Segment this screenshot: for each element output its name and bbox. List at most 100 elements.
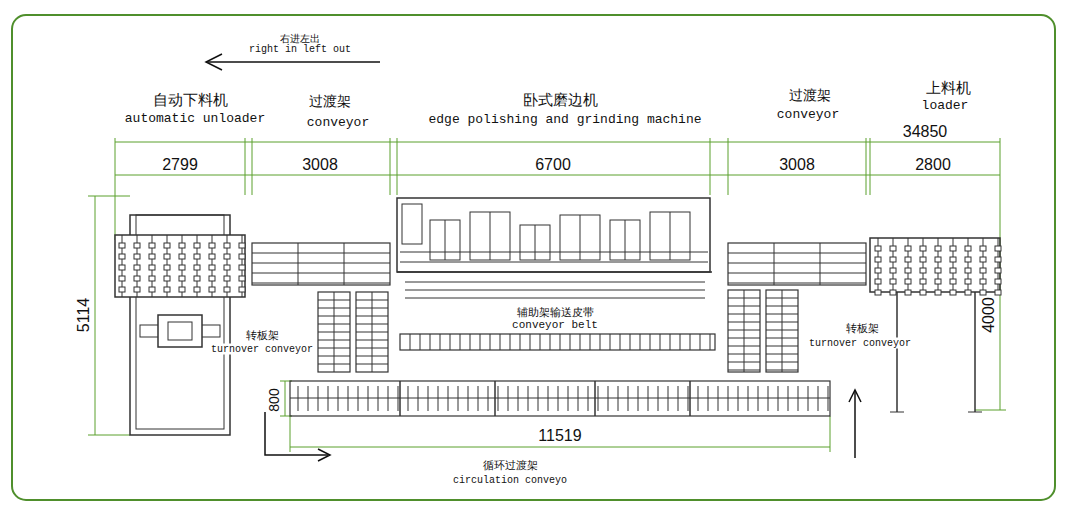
extension-line: [975, 410, 1006, 411]
belt-roller: [550, 334, 551, 350]
roller-wheel: [995, 279, 1001, 284]
roller-wheel: [149, 287, 155, 292]
part-name: 循环过渡架: [481, 460, 540, 472]
unloader-table: [115, 235, 245, 297]
turnover-divider: [334, 292, 335, 372]
roller-wheel: [935, 290, 941, 295]
roller-wheel: [194, 265, 200, 270]
extension-line: [870, 138, 871, 195]
belt-roller: [440, 334, 441, 350]
extension-line: [710, 138, 711, 195]
part-name: loader: [920, 99, 971, 113]
roller-wheel: [119, 287, 125, 292]
roller-wheel: [194, 287, 200, 292]
part-name: 过渡架: [787, 88, 833, 103]
conveyor-rail: [728, 283, 866, 284]
extension-line: [88, 196, 130, 197]
roller-wheel: [920, 279, 926, 284]
loader-leg: [896, 292, 898, 412]
turnover-divider: [744, 290, 745, 372]
arrow-head: [206, 54, 222, 70]
machine-part: [610, 220, 640, 260]
roller-wheel: [119, 243, 125, 248]
unloader-frame-inner: [136, 215, 224, 429]
turnover-frame: [318, 292, 350, 372]
part-name: turnover conveyor: [209, 344, 315, 355]
roller-wheel: [890, 268, 896, 273]
gantry-head-core: [168, 322, 192, 340]
conveyor-rail: [728, 263, 866, 264]
guide-line: [405, 298, 705, 299]
roller-wheel: [239, 243, 245, 248]
belt-roller: [580, 334, 581, 350]
roller-wheel: [890, 279, 896, 284]
roller-wheel: [875, 279, 881, 284]
roller-wheel: [119, 276, 125, 281]
roller-wheel: [179, 254, 185, 259]
roller-wheel: [890, 257, 896, 262]
roller-wheel: [875, 257, 881, 262]
part-name: 过渡架: [307, 94, 353, 109]
roller-wheel: [239, 287, 245, 292]
guide-line: [405, 282, 705, 283]
roller-wheel: [965, 279, 971, 284]
roller-wheel: [119, 265, 125, 270]
machine-part: [520, 225, 550, 260]
roller-wheel: [224, 276, 230, 281]
belt-roller: [500, 334, 501, 350]
roller-wheel: [149, 276, 155, 281]
roller-wheel: [890, 246, 896, 251]
roller-wheel: [995, 290, 1001, 295]
roller-wheel: [875, 268, 881, 273]
roller-wheel: [179, 276, 185, 281]
dimension-line: [115, 142, 1000, 143]
roller-wheel: [194, 243, 200, 248]
dimension: 2799: [160, 156, 200, 174]
roller-wheel: [950, 268, 956, 273]
roller-wheel: [920, 246, 926, 251]
machine-part: [470, 212, 510, 260]
roller-wheel: [980, 279, 986, 284]
roller-wheel: [209, 265, 215, 270]
roller-wheel: [995, 268, 1001, 273]
belt-roller: [480, 334, 481, 350]
part-name: 自动下料机: [151, 92, 230, 109]
dimension: 4000: [980, 295, 998, 335]
turnover-frame: [728, 290, 760, 372]
roller-wheel: [134, 265, 140, 270]
belt-roller: [450, 334, 451, 350]
roller-wheel: [239, 276, 245, 281]
extension-line: [245, 138, 246, 195]
machine-rail: [400, 262, 708, 263]
machine-detail: [580, 215, 581, 260]
dimension: 34850: [901, 123, 950, 141]
flow-arrow: [854, 390, 856, 458]
part-name: circulation conveyo: [451, 475, 569, 486]
belt-roller: [530, 334, 531, 350]
part-name: conveyor: [305, 116, 371, 130]
extension-line: [866, 138, 867, 195]
roller-wheel: [224, 243, 230, 248]
belt-roller: [650, 334, 651, 350]
part-name: conveyor: [775, 108, 841, 122]
machine-part: [430, 220, 460, 260]
belt-roller: [710, 334, 711, 350]
conveyor-frame: [728, 243, 866, 285]
circulation-frame: [290, 381, 830, 416]
roller-wheel: [965, 257, 971, 262]
part-name: 辅助架输送皮带: [515, 307, 596, 319]
roller-wheel: [950, 246, 956, 251]
machine-part: [560, 215, 600, 260]
roller-wheel: [224, 287, 230, 292]
roller-wheel: [179, 287, 185, 292]
belt-roller: [670, 334, 671, 350]
dimension-line: [285, 381, 286, 416]
arrow-head: [318, 449, 330, 461]
roller-wheel: [980, 246, 986, 251]
roller-wheel: [950, 290, 956, 295]
roller-wheel: [209, 243, 215, 248]
extension-line: [290, 416, 291, 452]
roller-wheel: [950, 279, 956, 284]
belt-roller: [620, 334, 621, 350]
